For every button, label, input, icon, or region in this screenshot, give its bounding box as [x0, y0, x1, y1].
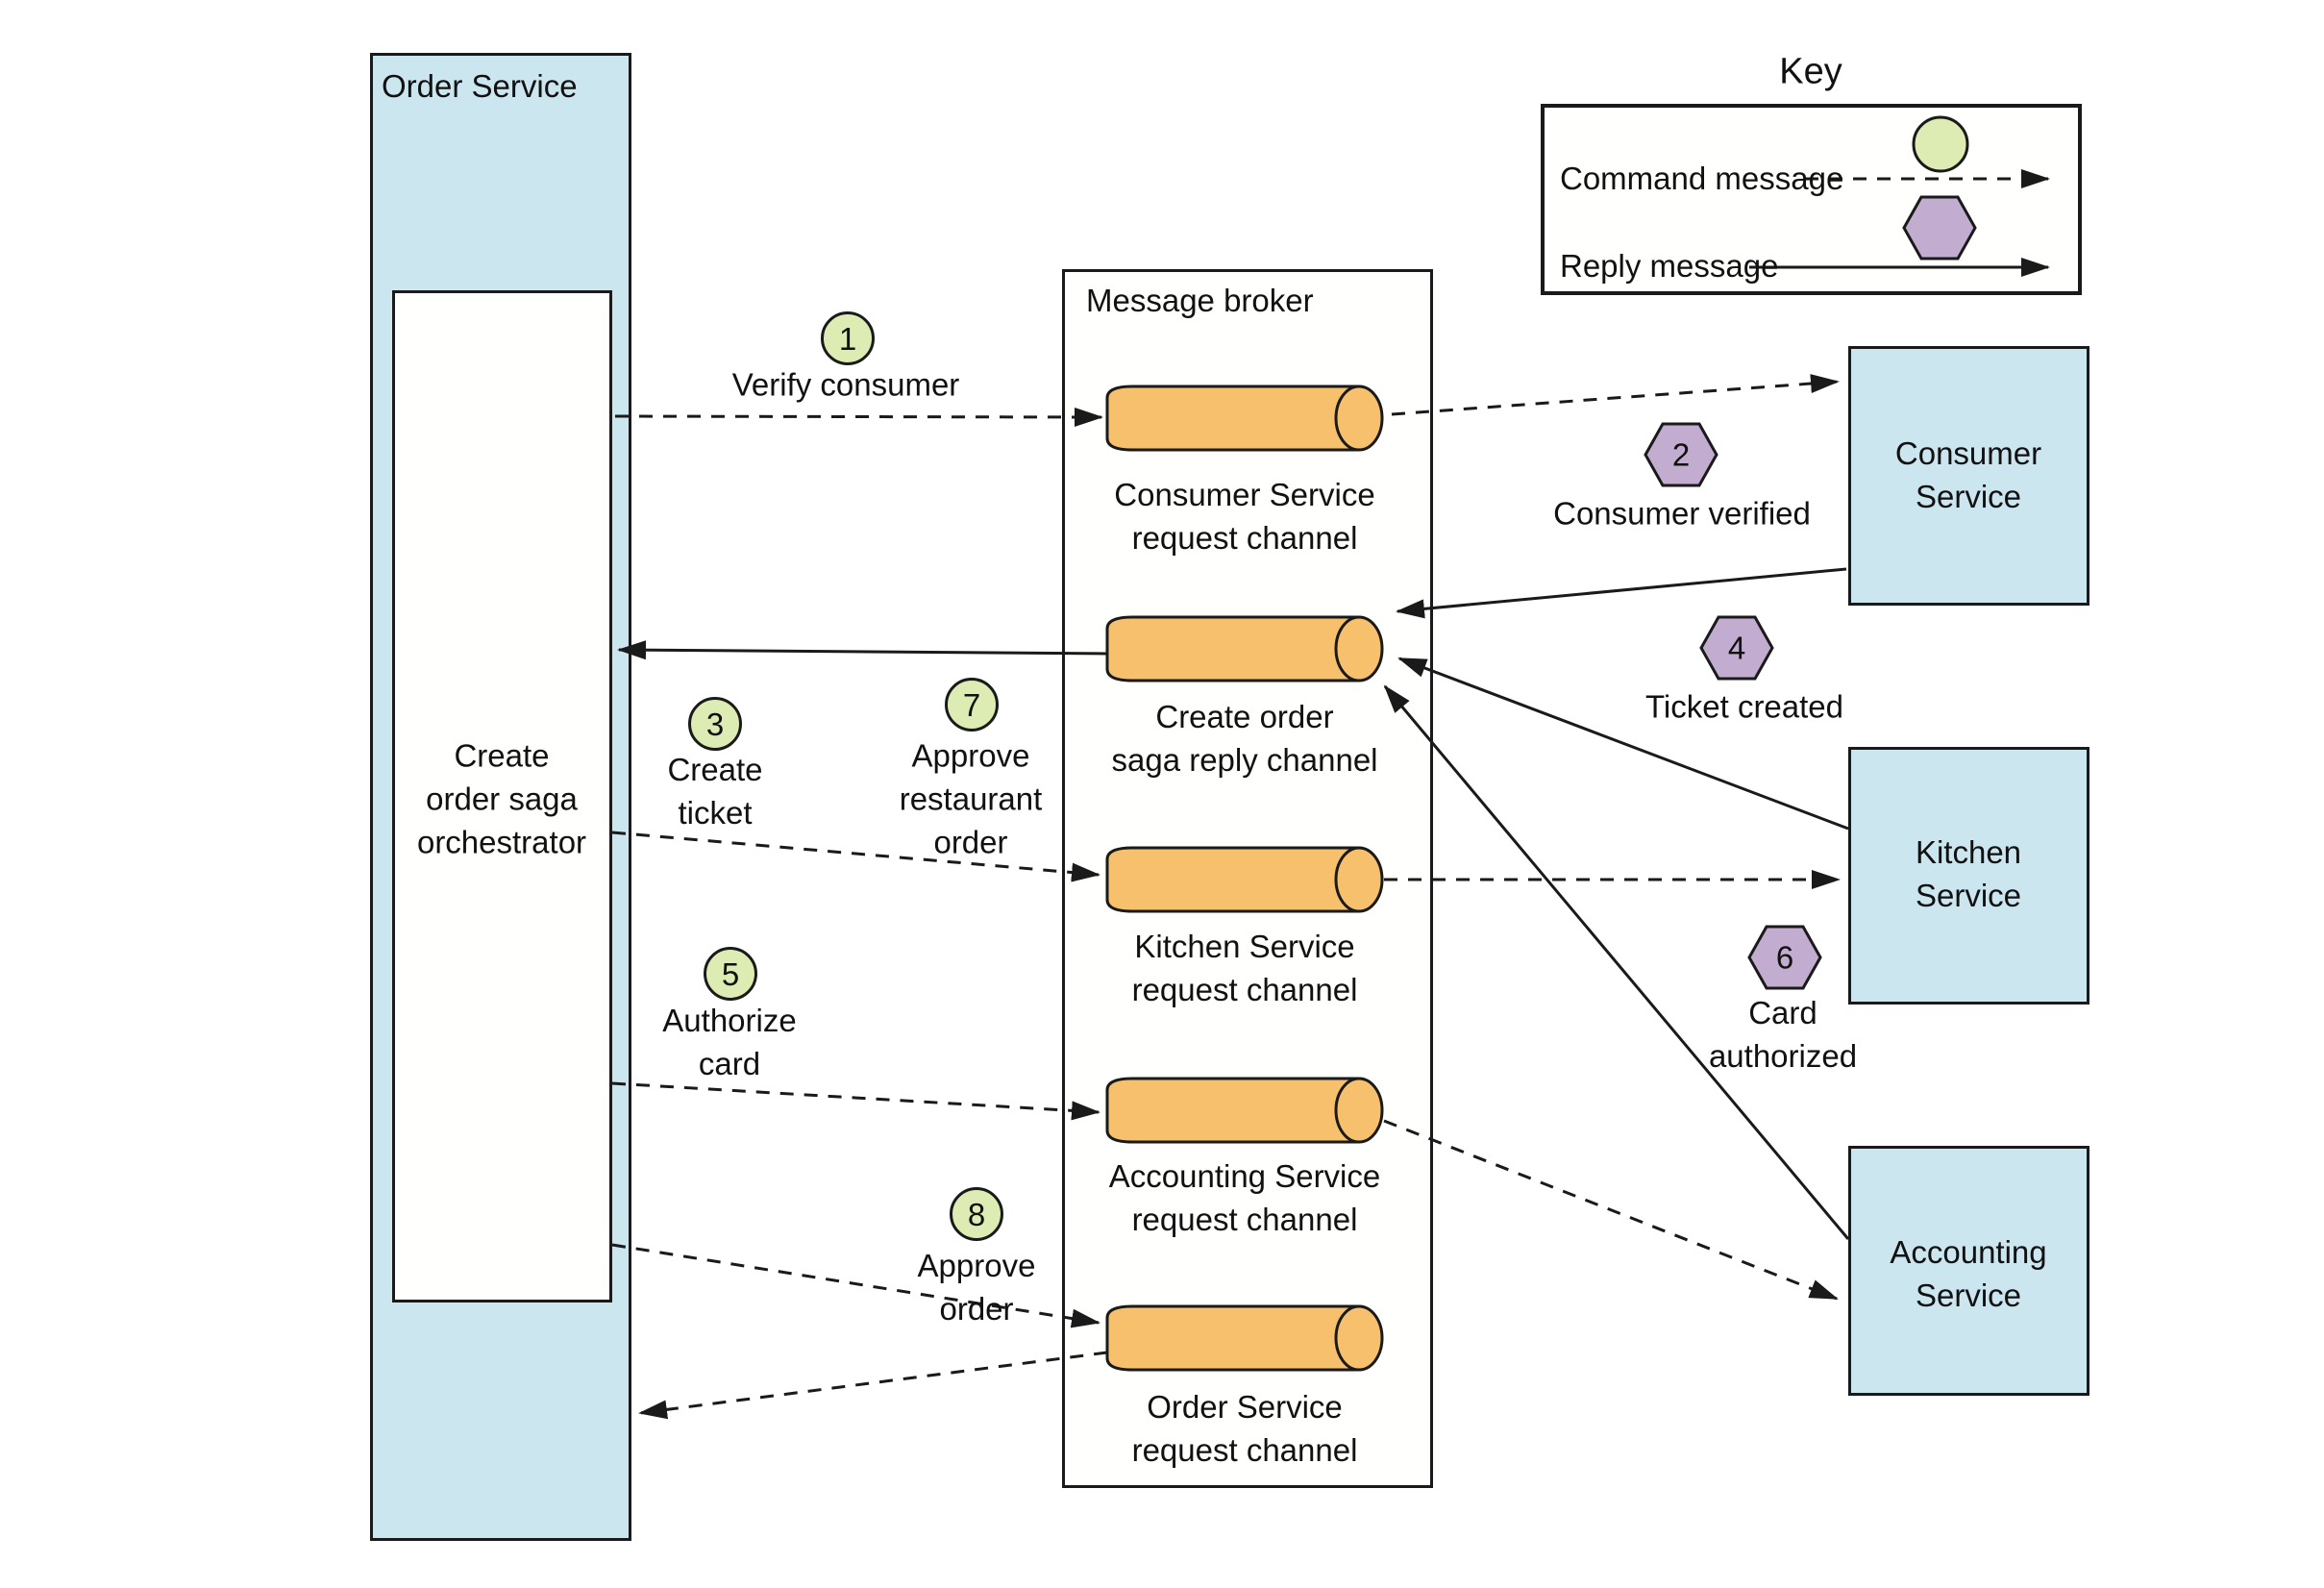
message-broker-box: [1062, 269, 1433, 1488]
step-number: 8: [967, 1196, 986, 1232]
consumer-service-box: [1848, 346, 2089, 606]
key-box: [1541, 104, 2082, 295]
order-request-channel-label: Order Service request channel: [1131, 1389, 1358, 1468]
step-number: 1: [838, 320, 857, 357]
consumer-service-label: Consumer Service: [1894, 435, 2042, 514]
step-number: 3: [705, 706, 725, 742]
kitchen-service-box: [1848, 747, 2089, 1005]
step-badge-1: 1: [821, 311, 875, 365]
consumer-request-channel-label: Consumer Service request channel: [1114, 477, 1375, 556]
accounting-request-channel-label: Accounting Service request channel: [1108, 1158, 1381, 1237]
verify-consumer-arrow-to-service: [1391, 374, 1840, 416]
step-4-label: Ticket created: [1644, 688, 1844, 725]
kitchen-request-channel-label: Kitchen Service request channel: [1131, 929, 1358, 1007]
message-broker-title: Message broker: [1086, 283, 1314, 318]
step-3-label: Create ticket: [667, 752, 763, 831]
saga-reply-channel-label: Create order saga reply channel: [1111, 699, 1378, 778]
orchestrator-label: Create order saga orchestrator: [416, 737, 587, 860]
step-7-label: Approve restaurant order: [899, 737, 1043, 860]
step-badge-7: 7: [945, 678, 999, 732]
kitchen-service-label: Kitchen Service: [1915, 834, 2022, 913]
step-5-label: Authorize card: [662, 1003, 797, 1081]
step-badge-2-number: 2: [1671, 436, 1691, 473]
accounting-service-label: Accounting Service: [1890, 1234, 2047, 1313]
key-command-label: Command message: [1560, 161, 1844, 196]
step-number: 7: [962, 686, 981, 723]
step-badge-8: 8: [950, 1187, 1003, 1241]
step-badge-6-number: 6: [1775, 939, 1794, 976]
step-1-label: Verify consumer: [731, 366, 960, 403]
authorize-card-arrow-to-channel: [611, 1081, 1100, 1121]
step-badge-3: 3: [688, 697, 742, 751]
reply-arrow-to-orchestrator: [617, 640, 1108, 660]
step-8-label: Approve order: [917, 1248, 1036, 1327]
step-number: 5: [721, 955, 740, 992]
step-badge-5: 5: [704, 947, 757, 1001]
consumer-verified-reply-arrow: [1396, 567, 1847, 619]
step-2-label: Consumer verified: [1553, 495, 1811, 532]
step-badge-4-number: 4: [1727, 630, 1746, 666]
approve-order-arrow-to-order-service: [638, 1351, 1108, 1420]
step-6-label: Card authorized: [1708, 995, 1858, 1074]
key-title: Key: [1779, 51, 1842, 92]
accounting-service-box: [1848, 1146, 2089, 1396]
authorize-card-arrow-to-service: [1383, 1119, 1839, 1301]
order-service-title: Order Service: [382, 68, 578, 104]
create-order-saga-orchestrator-box: [392, 290, 612, 1303]
key-reply-label: Reply message: [1560, 248, 1779, 284]
verify-consumer-arrow-to-channel: [614, 407, 1103, 427]
